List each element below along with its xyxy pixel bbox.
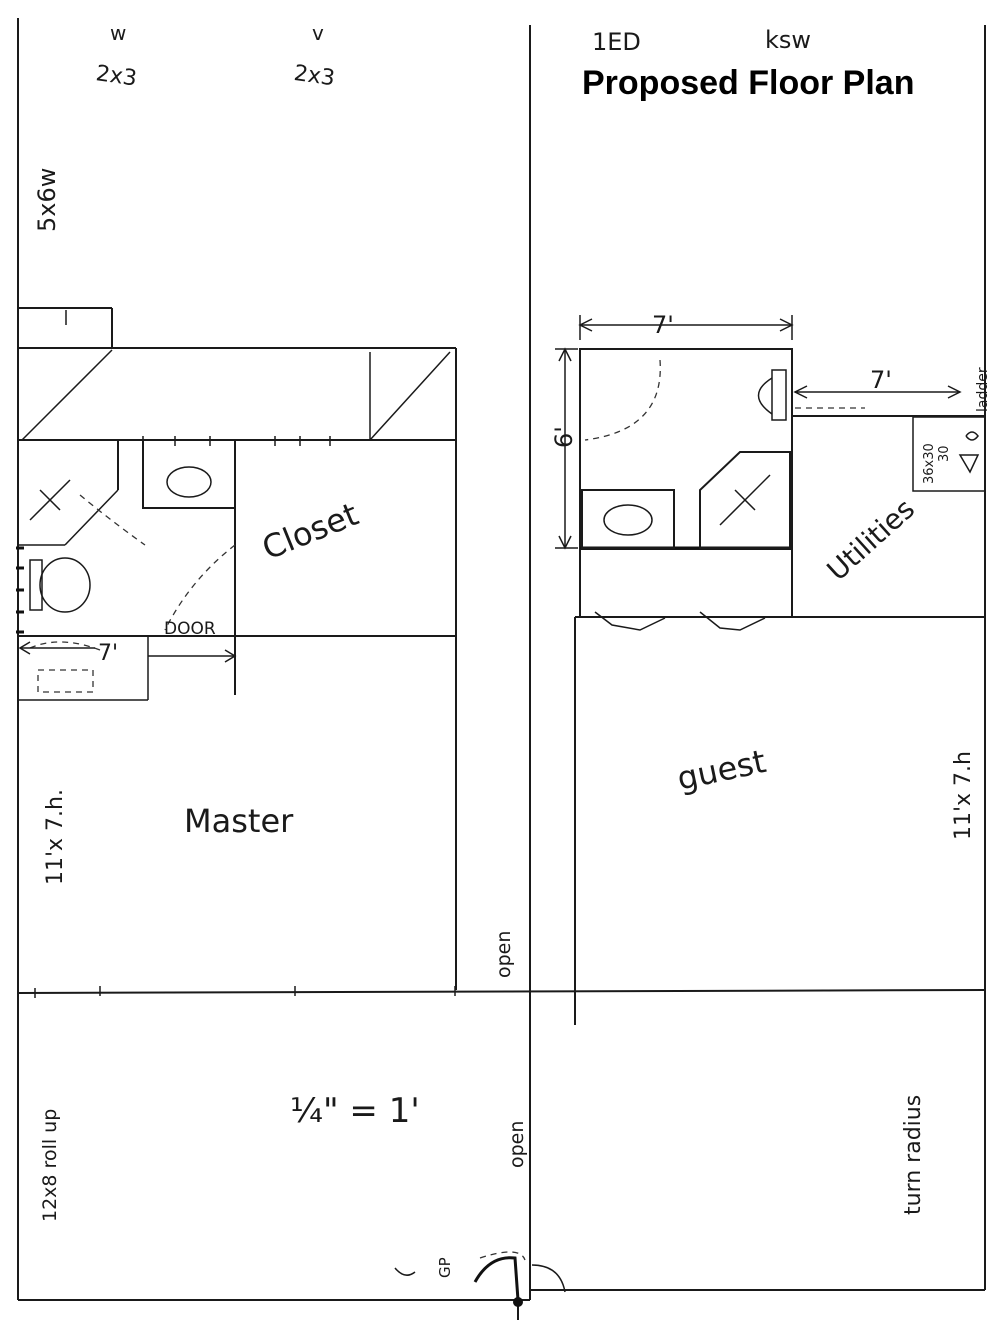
- header-mark-2x3-mid: 2x3: [292, 61, 336, 91]
- header-mark-v: v: [312, 21, 324, 45]
- gp-label: GP: [436, 1257, 454, 1278]
- garage-door-label: 12x8 roll up: [39, 1109, 61, 1222]
- master-bath-dim: 7': [98, 641, 118, 666]
- door-label: DOOR: [164, 619, 216, 639]
- attic-size-1: 36x30: [922, 443, 937, 484]
- utilities-label: Utilities: [821, 492, 921, 587]
- open-lower-label: open: [506, 1121, 528, 1168]
- guest-suite-walls: [555, 315, 986, 1025]
- master-label: Master: [184, 802, 294, 840]
- utility-dim: 7': [870, 366, 892, 394]
- header-code: 1ED: [592, 28, 641, 56]
- closet-label: Closet: [257, 495, 364, 568]
- scale-label: ¼" = 1': [290, 1091, 420, 1131]
- header-mark-w: w: [110, 21, 126, 45]
- master-size: 11'x 7.h.: [43, 789, 68, 885]
- guest-bath-height-dim: 6': [550, 426, 578, 448]
- header-mark-2x3-left: 2x3: [94, 61, 138, 91]
- outer-walls: [17, 18, 986, 1301]
- attic-access-icon: [958, 431, 980, 474]
- master-suite-walls: [16, 307, 457, 998]
- guest-size: 11'x 7.h: [951, 751, 976, 840]
- open-upper-label: open: [493, 931, 515, 978]
- attic-size-2: 30: [937, 445, 952, 462]
- page-title: Proposed Floor Plan: [582, 64, 914, 102]
- entry-door: [394, 1251, 566, 1320]
- guest-label: guest: [674, 742, 769, 798]
- window-label: 5x6w: [33, 168, 61, 232]
- guest-bath-width-dim: 7': [652, 311, 674, 339]
- turn-radius-label: turn radius: [901, 1095, 926, 1215]
- ladder-label: ladder: [975, 367, 991, 412]
- header-initials: ksw: [765, 26, 811, 54]
